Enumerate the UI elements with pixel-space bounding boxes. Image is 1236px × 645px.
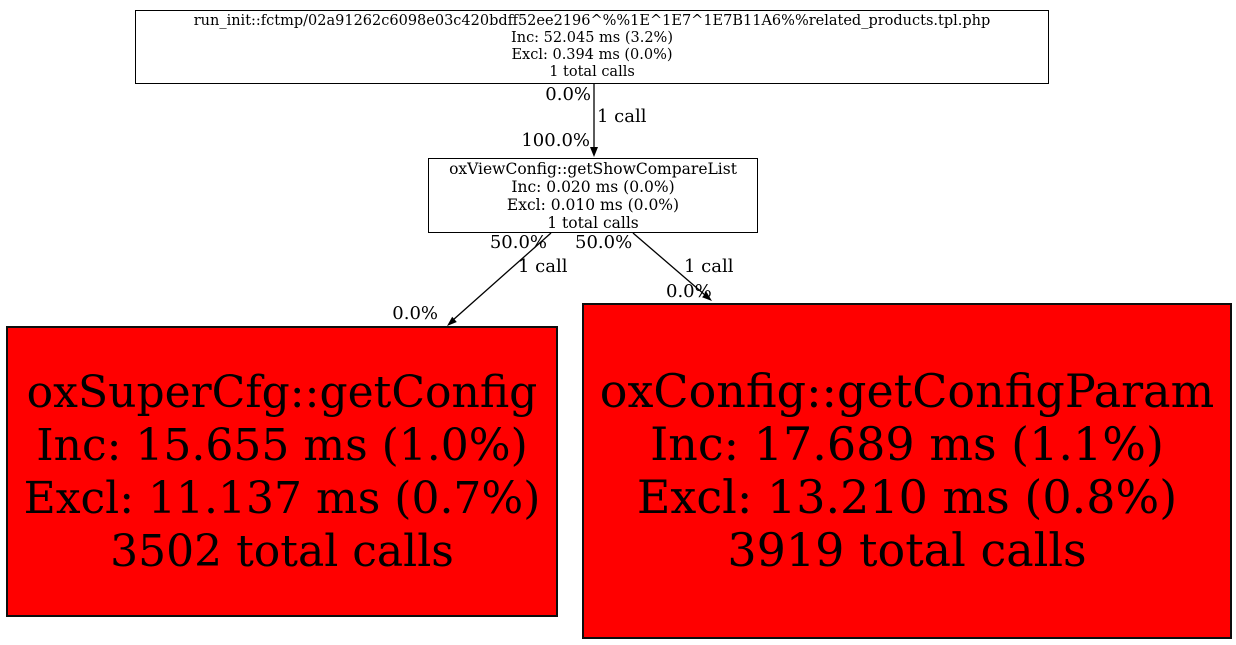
edge-label-call-count: 1 call <box>597 106 647 127</box>
node-exclusive-time: Excl: 0.394 ms (0.0%) <box>511 47 673 63</box>
node-total-calls: 1 total calls <box>549 64 635 80</box>
node-title: oxSuperCfg::getConfig <box>26 366 538 418</box>
node-oxviewconfig-getshowcomparelist: oxViewConfig::getShowCompareList Inc: 0.… <box>428 158 758 233</box>
node-title: oxViewConfig::getShowCompareList <box>449 159 737 178</box>
edge-label-target-percent: 100.0% <box>521 130 590 151</box>
edge-label-call-count: 1 call <box>684 256 734 277</box>
node-run-init-related-products-tpl: run_init::fctmp/02a91262c6098e03c420bdff… <box>135 10 1049 84</box>
node-total-calls: 3502 total calls <box>110 525 454 577</box>
node-oxsupercfg-getconfig: oxSuperCfg::getConfig Inc: 15.655 ms (1.… <box>6 326 558 617</box>
node-inclusive-time: Inc: 17.689 ms (1.1%) <box>650 417 1164 471</box>
node-title: run_init::fctmp/02a91262c6098e03c420bdff… <box>193 13 991 29</box>
node-total-calls: 3919 total calls <box>727 523 1087 577</box>
edge-label-target-percent: 0.0% <box>392 303 438 324</box>
edge-label-source-percent: 0.0% <box>545 84 591 105</box>
node-oxconfig-getconfigparam: oxConfig::getConfigParam Inc: 17.689 ms … <box>582 303 1232 639</box>
node-exclusive-time: Excl: 11.137 ms (0.7%) <box>23 472 541 524</box>
node-inclusive-time: Inc: 0.020 ms (0.0%) <box>511 177 675 196</box>
node-total-calls: 1 total calls <box>547 213 639 232</box>
node-exclusive-time: Excl: 13.210 ms (0.8%) <box>636 470 1178 524</box>
edge-label-target-percent: 0.0% <box>666 281 712 302</box>
node-inclusive-time: Inc: 52.045 ms (3.2%) <box>511 30 673 46</box>
edge-label-source-percent: 50.0% <box>489 232 547 253</box>
edge-label-call-count: 1 call <box>518 256 568 277</box>
edge-label-source-percent: 50.0% <box>575 232 633 253</box>
node-inclusive-time: Inc: 15.655 ms (1.0%) <box>36 419 528 471</box>
node-exclusive-time: Excl: 0.010 ms (0.0%) <box>506 195 680 214</box>
node-title: oxConfig::getConfigParam <box>599 364 1215 418</box>
